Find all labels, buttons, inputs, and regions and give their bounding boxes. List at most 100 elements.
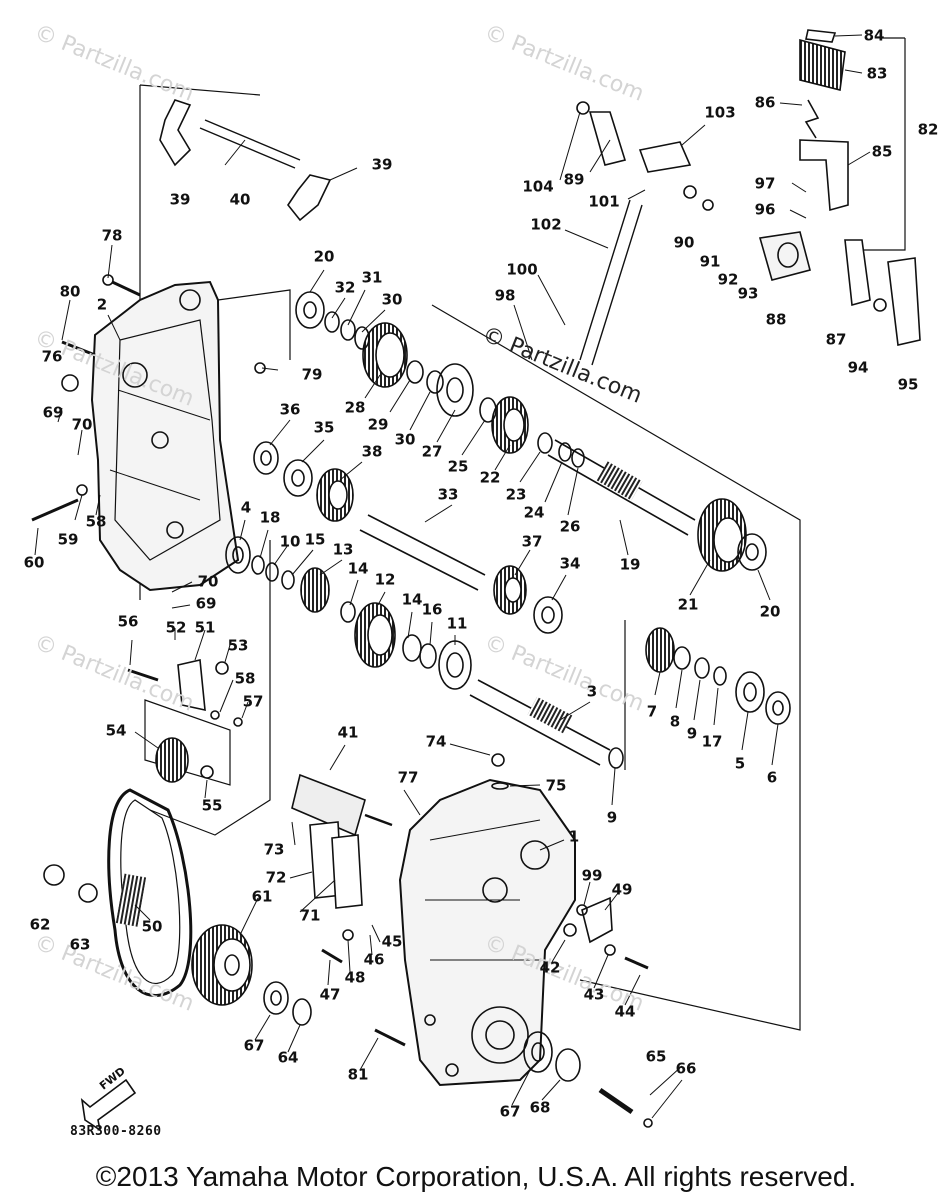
callout-10: 10: [279, 532, 301, 551]
callout-25: 25: [447, 457, 469, 476]
callout-32: 32: [334, 278, 356, 297]
callout-43: 43: [583, 985, 605, 1004]
nut-62: [43, 864, 65, 886]
bolt-47: [321, 948, 343, 964]
callout-19: 19: [619, 555, 641, 574]
bolt-56: [127, 668, 159, 682]
callout-70a: 70: [71, 415, 93, 434]
callout-84: 84: [863, 26, 885, 45]
callout-73: 73: [263, 840, 285, 859]
callout-33: 33: [437, 485, 459, 504]
gear-13: [300, 567, 330, 613]
bushing-14b: [402, 634, 422, 662]
nut-94: [873, 298, 887, 312]
callout-7: 7: [646, 702, 658, 721]
plate-71: [331, 834, 363, 909]
washer-23: [537, 432, 553, 454]
callout-71: 71: [299, 906, 321, 925]
nut-76: [61, 374, 79, 392]
left-case-cover: [90, 280, 240, 592]
callout-93: 93: [737, 284, 759, 303]
callout-6: 6: [766, 768, 778, 787]
pad-84: [805, 29, 837, 43]
callout-49: 49: [611, 880, 633, 899]
washer-17: [713, 666, 727, 686]
bearing-67a: [263, 981, 289, 1015]
callout-27: 27: [421, 442, 443, 461]
washer-14a: [340, 601, 356, 623]
washer-24: [558, 442, 572, 462]
nut-57: [233, 717, 243, 727]
washer-26: [571, 448, 585, 468]
callout-69a: 69: [42, 403, 64, 422]
callout-48: 48: [344, 968, 366, 987]
washer-10: [265, 562, 279, 582]
washer-9a: [694, 657, 710, 679]
washer-32: [324, 311, 340, 333]
callout-63: 63: [69, 935, 91, 954]
callout-72: 72: [265, 868, 287, 887]
washer-25: [479, 397, 497, 423]
callout-56: 56: [117, 612, 139, 631]
callout-9a: 9: [686, 724, 698, 743]
shaft-3: [469, 679, 611, 766]
drive-chain-50: [107, 788, 193, 997]
callout-30b: 30: [394, 430, 416, 449]
callout-95: 95: [897, 375, 919, 394]
callout-101: 101: [588, 192, 620, 211]
callout-100: 100: [506, 260, 538, 279]
callout-37: 37: [521, 532, 543, 551]
callout-46: 46: [363, 950, 385, 969]
callout-14b: 14: [401, 590, 423, 609]
callout-60: 60: [23, 553, 45, 572]
callout-22: 22: [479, 468, 501, 487]
callout-83: 83: [866, 64, 888, 83]
diagram-code: 83R300-8260: [70, 1124, 162, 1139]
oring-75: [491, 782, 509, 790]
callout-30a: 30: [381, 290, 403, 309]
bearing-20b: [737, 533, 767, 571]
assembly-frame-line: [855, 37, 906, 251]
washer-43: [604, 944, 616, 956]
shaft-40: [199, 119, 301, 169]
callout-12: 12: [374, 570, 396, 589]
callout-5: 5: [734, 754, 746, 773]
gear-28: [362, 322, 408, 388]
callout-39a: 39: [169, 190, 191, 209]
shaft-33: [359, 514, 486, 591]
bearing-67b: [523, 1031, 553, 1073]
sprocket-61: [191, 924, 253, 1006]
callout-14a: 14: [347, 559, 369, 578]
callout-103: 103: [704, 103, 736, 122]
gear-22: [491, 396, 529, 454]
callout-20a: 20: [313, 247, 335, 266]
callout-45: 45: [381, 932, 403, 951]
callout-81: 81: [347, 1065, 369, 1084]
callout-17: 17: [701, 732, 723, 751]
fwd-arrow: [80, 1078, 137, 1132]
drive-chain-50-inner: [120, 799, 181, 985]
bracket-51: [177, 659, 206, 712]
callout-86: 86: [754, 93, 776, 112]
callout-66: 66: [675, 1059, 697, 1078]
bracket-89: [588, 111, 627, 166]
callout-18: 18: [259, 508, 281, 527]
callout-15: 15: [304, 530, 326, 549]
callout-79: 79: [301, 365, 323, 384]
washer-58: [210, 710, 220, 720]
callout-102: 102: [530, 215, 562, 234]
washer-42: [563, 923, 577, 937]
gear-38: [316, 468, 354, 522]
nut-55: [200, 765, 214, 779]
callout-61: 61: [251, 887, 273, 906]
callout-11: 11: [446, 614, 468, 633]
bolt-44: [624, 956, 649, 970]
bolt-81: [374, 1028, 406, 1047]
callout-92: 92: [717, 270, 739, 289]
callout-41: 41: [337, 723, 359, 742]
callout-26: 26: [559, 517, 581, 536]
callout-87: 87: [825, 330, 847, 349]
callout-13: 13: [332, 540, 354, 559]
callout-67b: 67: [499, 1102, 521, 1121]
washer-104: [576, 101, 590, 115]
